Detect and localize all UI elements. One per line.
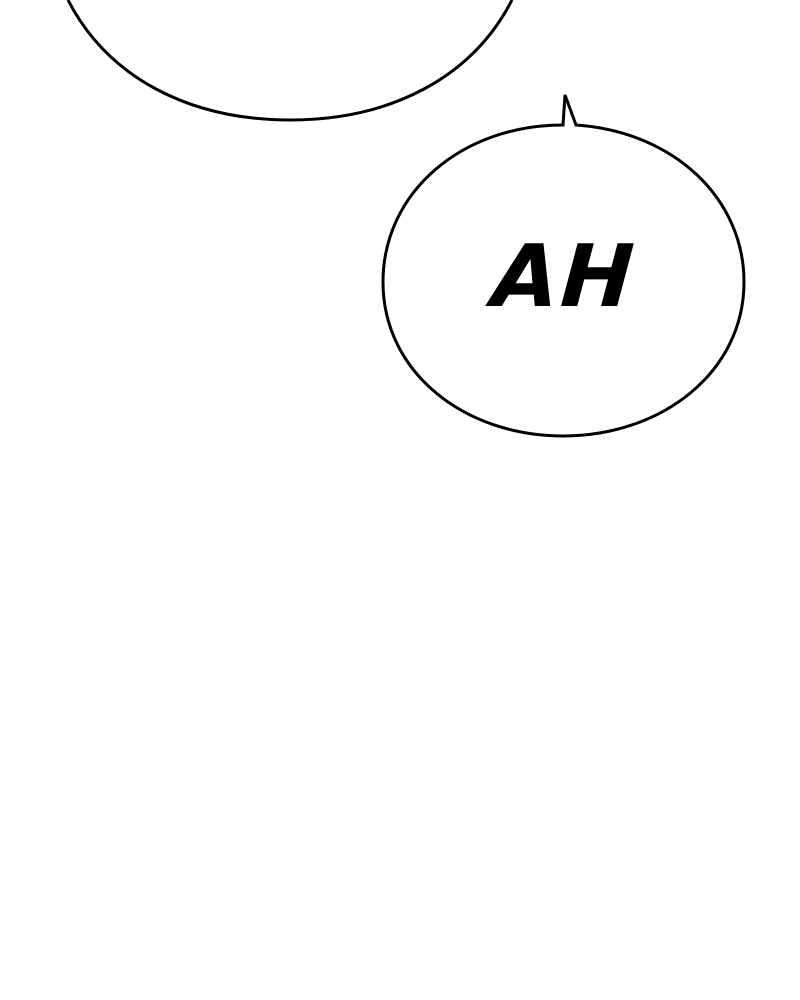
speech-bubble-main [381,94,746,438]
speech-bubble-text: AH [489,227,639,327]
speech-bubble-top-partial [66,0,514,122]
